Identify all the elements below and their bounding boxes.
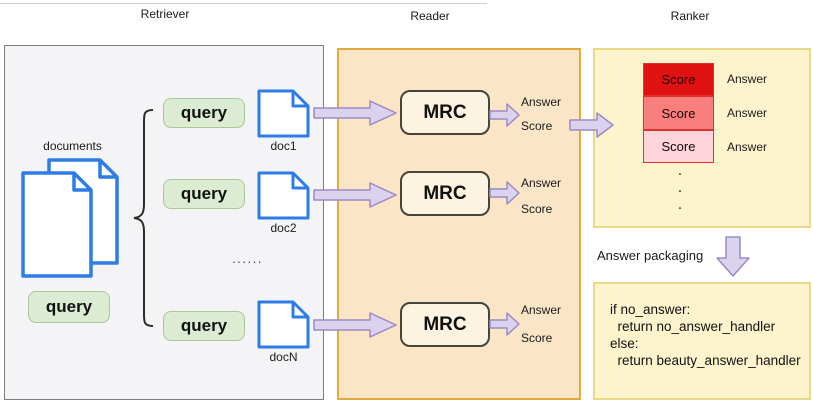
answer-packaging-code-box <box>593 282 811 400</box>
score-box-rank2: Score <box>643 96 714 130</box>
docN-label: docN <box>269 350 298 364</box>
score-box-rank1: Score <box>643 63 714 96</box>
arrow-right-icon-row3 <box>313 311 398 339</box>
score-box-rank3: Score <box>643 130 714 163</box>
score-label-rank2: Score <box>661 105 696 121</box>
answer-label-rank1: Answer <box>727 72 768 86</box>
score-label-row1: Score <box>521 119 553 133</box>
code-line-2: return no_answer_handler <box>610 319 776 334</box>
mrc-label-row3: MRC <box>423 313 467 335</box>
arrow-right-icon-reader-to-ranker <box>569 110 615 140</box>
top-divider <box>0 3 487 4</box>
document-icon-docN <box>257 300 310 349</box>
score-label-rank1: Score <box>661 72 696 87</box>
arrow-down-icon <box>716 236 750 278</box>
vertical-ellipsis-dot1: . <box>677 162 683 179</box>
query-label-row3: query <box>180 316 228 335</box>
query-box-row1: query <box>163 98 245 128</box>
doc1-label: doc1 <box>270 139 297 153</box>
documents-stack-icon <box>20 158 120 278</box>
query-box-row3: query <box>163 311 245 341</box>
score-label-row2: Score <box>521 202 553 216</box>
mrc-label-row2: MRC <box>423 182 467 204</box>
vertical-ellipsis-dot2: . <box>677 179 683 196</box>
answer-label-rank2: Answer <box>727 106 768 120</box>
arrow-out-icon-row3 <box>489 311 521 337</box>
answer-packaging-label: Answer packaging <box>597 248 704 263</box>
main-query-label: query <box>45 297 93 316</box>
mrc-box-row1: MRC <box>400 90 490 135</box>
answer-label-rank3: Answer <box>727 140 768 154</box>
mrc-label-row1: MRC <box>423 101 467 123</box>
mrc-box-row2: MRC <box>400 171 490 216</box>
brace-icon <box>131 108 155 328</box>
document-icon-doc2 <box>257 171 310 220</box>
code-line-3: else: <box>610 336 639 351</box>
answer-label-row1: Answer <box>521 95 562 109</box>
section-label-ranker: Ranker <box>670 9 710 23</box>
document-icon-doc1 <box>257 89 310 138</box>
code-line-4: return beauty_answer_handler <box>610 353 801 368</box>
query-box-row2: query <box>163 179 245 209</box>
mrc-box-row3: MRC <box>400 302 490 347</box>
main-query-box: query <box>28 291 110 323</box>
documents-label: documents <box>43 139 102 153</box>
section-label-reader: Reader <box>410 9 450 23</box>
arrow-out-icon-row1 <box>489 102 521 128</box>
arrow-right-icon-row2 <box>313 181 398 209</box>
query-label-row2: query <box>180 184 228 203</box>
doc2-label: doc2 <box>270 221 297 235</box>
query-label-row1: query <box>180 103 228 122</box>
section-label-retriever: Retriever <box>140 7 190 21</box>
vertical-ellipsis-dot3: . <box>677 196 683 213</box>
answer-label-row2: Answer <box>521 176 562 190</box>
code-line-1: if no_answer: <box>610 302 691 317</box>
score-label-row3: Score <box>521 331 553 345</box>
rows-ellipsis: ...... <box>232 251 263 266</box>
arrow-right-icon-row1 <box>313 99 398 127</box>
arrow-out-icon-row2 <box>489 180 521 206</box>
answer-label-row3: Answer <box>521 303 562 317</box>
score-label-rank3: Score <box>661 139 696 154</box>
